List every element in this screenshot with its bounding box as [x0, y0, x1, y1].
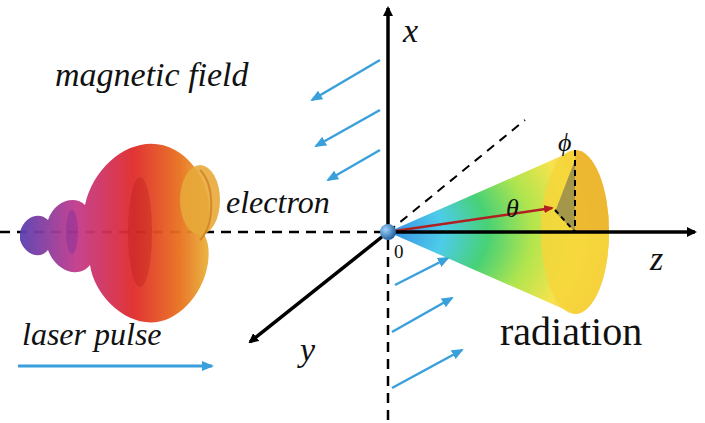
laser-pulse-shape	[20, 144, 220, 323]
angle-label: ϕ	[558, 130, 571, 156]
electron-label: electron	[226, 186, 330, 218]
axis-label: x	[403, 14, 418, 48]
electron-ball	[380, 224, 396, 240]
axis-label: z	[650, 242, 663, 276]
angle-label: θ	[506, 196, 519, 222]
radiation-label: radiation	[500, 312, 642, 352]
origin-label: 0	[394, 242, 404, 261]
axis-label: y	[300, 333, 315, 367]
pulse-label: laser pulse	[22, 318, 162, 350]
field-label: magnetic field	[55, 58, 249, 92]
